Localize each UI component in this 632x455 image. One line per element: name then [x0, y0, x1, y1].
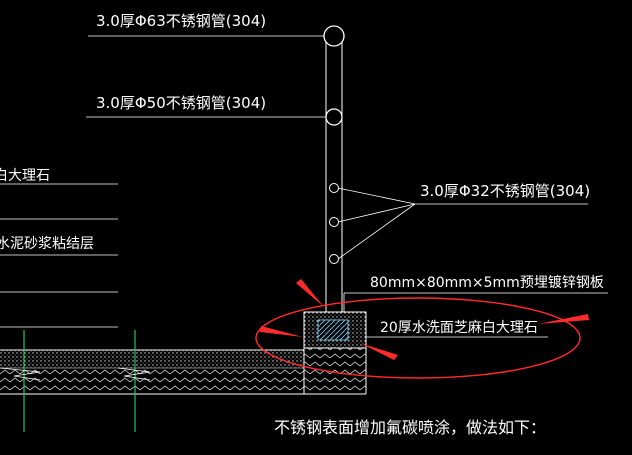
pipe-50-circle	[325, 108, 343, 126]
steel-plate-label: 80mm×80mm×5mm预埋镀锌钢板	[370, 274, 604, 291]
embedded-plate-block	[303, 311, 367, 349]
red-arrows	[260, 279, 589, 360]
pipe-32-circles	[329, 183, 339, 264]
leader-lines	[0, 35, 608, 338]
break-lines	[0, 330, 151, 432]
pipe-63-label: 3.0厚Φ63不锈钢管(304)	[96, 12, 266, 30]
highlight-ellipse	[255, 297, 581, 379]
pipe-50-label: 3.0厚Φ50不锈钢管(304)	[96, 94, 266, 112]
note-text: 不锈钢表面增加氟碳喷涂，做法如下：	[274, 418, 546, 437]
marble-label: 20厚水洗面芝麻白大理石	[380, 320, 538, 336]
railing-post	[325, 42, 343, 312]
floor-section	[0, 312, 367, 395]
pipe-63-circle	[323, 25, 345, 47]
left-mortar-label: 水泥砂浆粘结层	[0, 236, 94, 252]
left-marble-label: 白大理石	[0, 168, 50, 184]
pipe-32-label: 3.0厚Φ32不锈钢管(304)	[420, 182, 590, 200]
